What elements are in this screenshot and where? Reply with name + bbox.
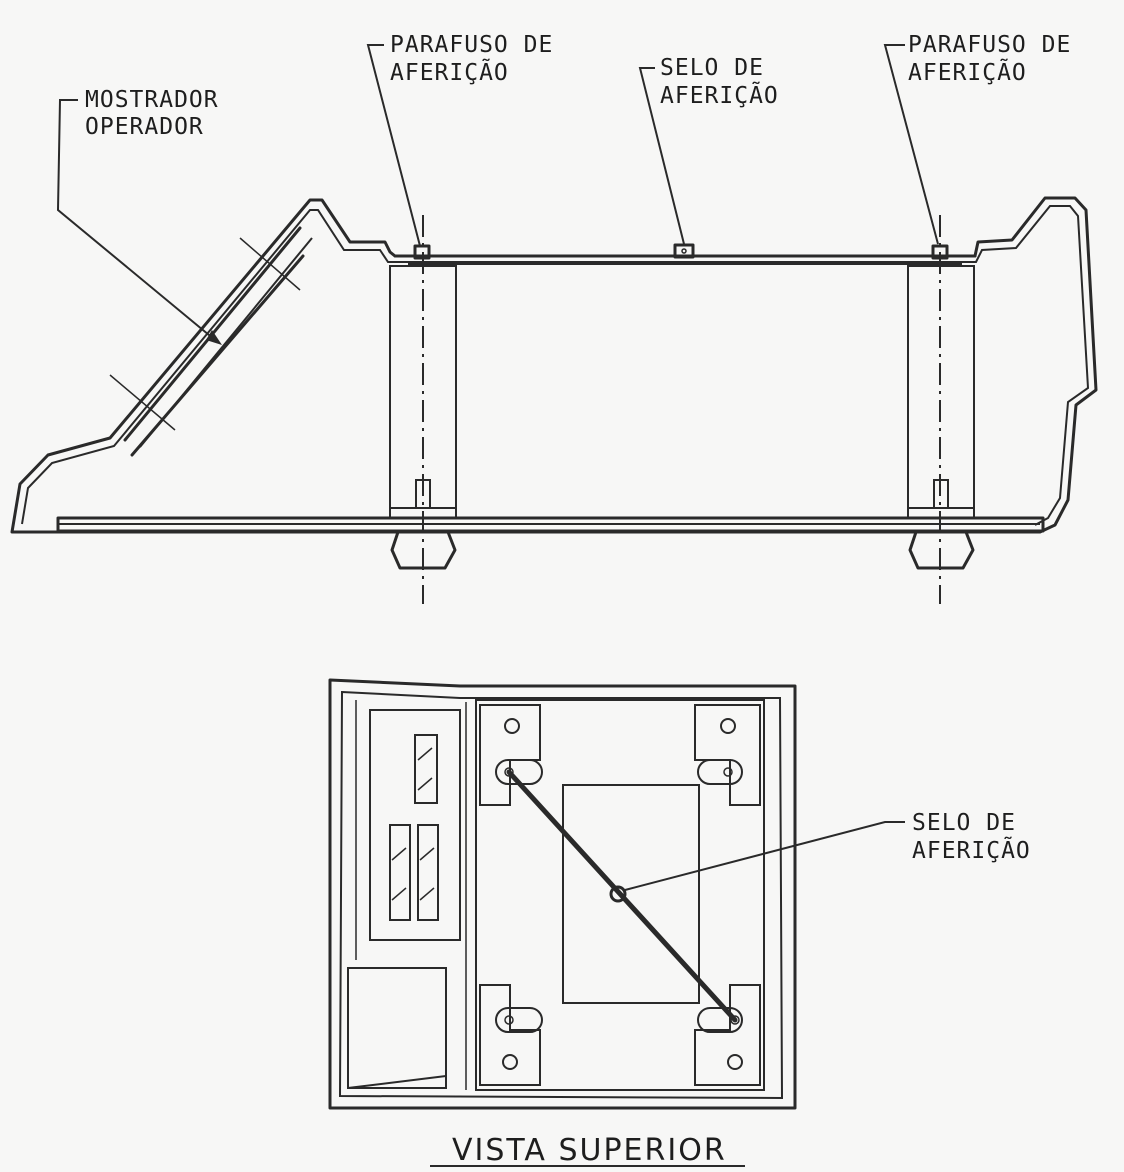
hole-icon-4 <box>730 1015 740 1025</box>
keypad-block <box>347 967 447 1089</box>
display-tick-1 <box>239 237 301 291</box>
leader-seal-top <box>624 821 905 891</box>
center-plate <box>562 784 700 1004</box>
label-seal-side: SELO DE AFERIÇÃO <box>660 55 779 109</box>
leader-display-operator <box>56 99 216 341</box>
display-window-2 <box>389 824 411 921</box>
top-view: SELO DE AFERIÇÃO VISTA SUPERIOR <box>328 678 1031 1168</box>
window-hatch-3 <box>391 847 407 861</box>
platter-seal <box>673 243 695 259</box>
window-hatch-4 <box>391 887 407 901</box>
display-housing <box>369 709 461 941</box>
screw-icon-2 <box>720 718 736 734</box>
screw-icon-4 <box>727 1054 743 1070</box>
view-title: VISTA SUPERIOR <box>452 1133 727 1168</box>
left-foot <box>390 530 457 570</box>
hole-icon-1 <box>504 767 514 777</box>
display-panel-rod <box>130 254 305 457</box>
window-hatch-2 <box>417 777 433 791</box>
hole-icon-2 <box>723 767 733 777</box>
right-foot <box>908 530 975 570</box>
leader-arrowhead <box>206 330 222 345</box>
seal-icon <box>609 885 627 903</box>
lug-top-right <box>697 759 743 785</box>
screw-icon-3 <box>502 1054 518 1070</box>
display-tick-2 <box>109 374 176 431</box>
label-screw-left: PARAFUSO DE AFERIÇÃO <box>390 32 568 86</box>
window-hatch-1 <box>417 747 433 761</box>
keypad-slant <box>347 1075 447 1089</box>
platter-area <box>475 699 765 1091</box>
window-hatch-5 <box>419 847 435 861</box>
bracket-bottom-left <box>479 984 541 1086</box>
window-hatch-6 <box>419 887 435 901</box>
top-inner-frame <box>338 690 784 1100</box>
seal-wire <box>506 769 738 1023</box>
lug-top-left <box>495 759 543 785</box>
housing-inner-outline <box>21 205 1090 526</box>
top-outer-frame <box>328 678 797 1110</box>
leader-screw-right <box>883 44 939 245</box>
bracket-top-right <box>694 704 761 806</box>
platter-seal-dot <box>681 248 687 254</box>
screw-icon-1 <box>504 718 520 734</box>
lug-bottom-left <box>495 1007 543 1033</box>
housing-outline <box>10 196 1098 534</box>
leader-screw-left <box>366 44 421 247</box>
hole-icon-3 <box>504 1015 514 1025</box>
display-window-3 <box>417 824 439 921</box>
leader-seal-side <box>638 67 685 245</box>
side-view: MOSTRADOR OPERADOR PARAFUSO DE AFERIÇÃO … <box>10 32 1098 604</box>
label-display-operator: MOSTRADOR OPERADOR <box>85 87 233 140</box>
label-screw-right: PARAFUSO DE AFERIÇÃO <box>908 32 1086 86</box>
bracket-bottom-right <box>694 984 761 1086</box>
label-seal-top: SELO DE AFERIÇÃO <box>912 810 1031 864</box>
lug-bottom-right <box>697 1007 743 1033</box>
display-window-1 <box>414 734 438 804</box>
